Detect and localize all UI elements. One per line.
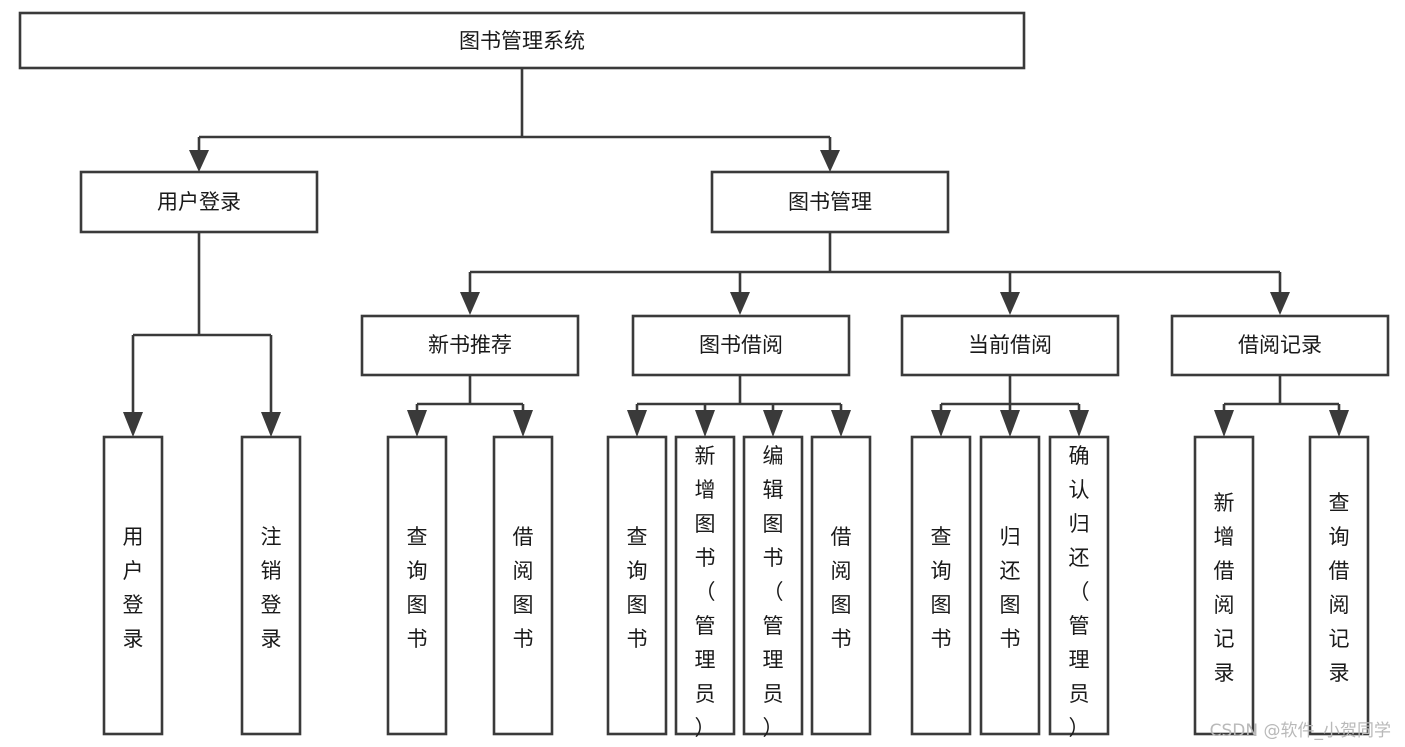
node-leaf-query-record-box[interactable]	[1308, 435, 1370, 736]
arrowhead-leaf-borrow-book-1	[513, 410, 533, 437]
arrowhead-leaf-query-book-1	[407, 410, 427, 437]
arrowhead-leaf-query-book-2	[627, 410, 647, 437]
node-root-label: 图书管理系统	[459, 29, 585, 53]
node-leaf-borrow-book-2-label: 借阅图书	[831, 525, 852, 651]
node-leaf-return-book-label: 归还图书	[1000, 525, 1021, 651]
arrowhead-leaf-query-book-3	[931, 410, 951, 437]
node-leaf-confirm-return-label: 确认归还（管理员）	[1069, 444, 1090, 740]
node-current-borrow-box[interactable]	[900, 314, 1120, 377]
node-leaf-borrow-book-2-box[interactable]	[810, 435, 872, 736]
node-leaf-add-record-box[interactable]	[1193, 435, 1255, 736]
arrowhead-leaf-query-record	[1329, 410, 1349, 437]
node-leaf-add-book[interactable]: 新增图书（管理员）	[674, 435, 736, 740]
arrowhead-leaf-confirm-return	[1069, 410, 1089, 437]
node-leaf-edit-book-box[interactable]	[742, 435, 804, 736]
node-leaf-confirm-return-box[interactable]	[1048, 435, 1110, 736]
arrowhead-current-borrow	[1000, 292, 1020, 315]
arrowhead-leaf-return-book	[1000, 410, 1020, 437]
node-leaf-borrow-book-1[interactable]: 借阅图书	[492, 435, 554, 736]
node-leaf-return-book[interactable]: 归还图书	[979, 435, 1041, 736]
arrowhead-borrow-record	[1270, 292, 1290, 315]
arrowhead-leaf-edit-book	[763, 410, 783, 437]
node-leaf-user-logout[interactable]: 注销登录	[240, 435, 302, 736]
node-leaf-edit-book-label: 编辑图书（管理员）	[763, 444, 784, 740]
node-book-manage-label: 图书管理	[788, 190, 872, 214]
arrowhead-book-borrow	[730, 292, 750, 315]
node-leaf-query-book-1-box[interactable]	[386, 435, 448, 736]
node-user-login[interactable]: 用户登录	[79, 170, 319, 234]
node-leaf-user-logout-label: 注销登录	[261, 525, 282, 651]
node-leaf-query-book-2[interactable]: 查询图书	[606, 435, 668, 736]
node-book-borrow-box[interactable]	[631, 314, 851, 377]
node-root[interactable]: 图书管理系统	[18, 11, 1026, 70]
node-leaf-borrow-book-1-box[interactable]	[492, 435, 554, 736]
node-leaf-borrow-book-2[interactable]: 借阅图书	[810, 435, 872, 736]
arrowhead-leaf-add-book	[695, 410, 715, 437]
arrowhead-new-book-recommend	[460, 292, 480, 315]
node-leaf-add-book-box[interactable]	[674, 435, 736, 736]
node-new-book-recommend-box[interactable]	[360, 314, 580, 377]
node-leaf-query-book-3[interactable]: 查询图书	[910, 435, 972, 736]
node-book-manage[interactable]: 图书管理	[710, 170, 950, 234]
node-leaf-query-book-1[interactable]: 查询图书	[386, 435, 448, 736]
node-leaf-user-logout-box[interactable]	[240, 435, 302, 736]
node-leaf-query-record-label: 查询借阅记录	[1329, 491, 1350, 685]
node-leaf-add-record[interactable]: 新增借阅记录	[1193, 435, 1255, 736]
node-leaf-query-book-1-label: 查询图书	[407, 525, 428, 651]
node-layer: 图书管理系统 用户登录 图书管理 新书推荐 图书借阅 当前	[18, 11, 1390, 740]
arrowhead-user-login	[189, 150, 209, 172]
node-leaf-query-book-2-box[interactable]	[606, 435, 668, 736]
node-leaf-user-login-box[interactable]	[102, 435, 164, 736]
csdn-watermark: CSDN @软件_小贺同学	[1209, 721, 1391, 741]
arrowhead-leaf-user-login	[123, 412, 143, 437]
arrowhead-leaf-borrow-book-2	[831, 410, 851, 437]
node-book-borrow-label: 图书借阅	[699, 333, 783, 357]
node-leaf-user-login-label: 用户登录	[123, 525, 144, 651]
node-book-manage-box[interactable]	[710, 170, 950, 234]
node-leaf-return-book-box[interactable]	[979, 435, 1041, 736]
arrowhead-leaf-user-logout	[261, 412, 281, 437]
node-leaf-add-record-label: 新增借阅记录	[1214, 491, 1235, 685]
node-leaf-confirm-return[interactable]: 确认归还（管理员）	[1048, 435, 1110, 740]
node-new-book-recommend[interactable]: 新书推荐	[360, 314, 580, 377]
node-leaf-borrow-book-1-label: 借阅图书	[513, 525, 534, 651]
connector-layer	[123, 68, 1349, 437]
node-current-borrow-label: 当前借阅	[968, 333, 1052, 357]
node-book-borrow[interactable]: 图书借阅	[631, 314, 851, 377]
node-current-borrow[interactable]: 当前借阅	[900, 314, 1120, 377]
arrowhead-book-manage	[820, 150, 840, 172]
node-borrow-record[interactable]: 借阅记录	[1170, 314, 1390, 377]
node-user-login-label: 用户登录	[157, 190, 241, 214]
node-leaf-query-book-3-box[interactable]	[910, 435, 972, 736]
node-borrow-record-label: 借阅记录	[1238, 333, 1322, 357]
node-user-login-box[interactable]	[79, 170, 319, 234]
arrowhead-leaf-add-record	[1214, 410, 1234, 437]
node-leaf-edit-book[interactable]: 编辑图书（管理员）	[742, 435, 804, 740]
node-leaf-user-login[interactable]: 用户登录	[102, 435, 164, 736]
node-borrow-record-box[interactable]	[1170, 314, 1390, 377]
node-leaf-query-book-3-label: 查询图书	[931, 525, 952, 651]
node-root-box[interactable]	[18, 11, 1026, 70]
node-leaf-add-book-label: 新增图书（管理员）	[695, 444, 716, 740]
node-new-book-recommend-label: 新书推荐	[428, 333, 512, 357]
node-leaf-query-book-2-label: 查询图书	[627, 525, 648, 651]
node-leaf-query-record[interactable]: 查询借阅记录	[1308, 435, 1370, 736]
